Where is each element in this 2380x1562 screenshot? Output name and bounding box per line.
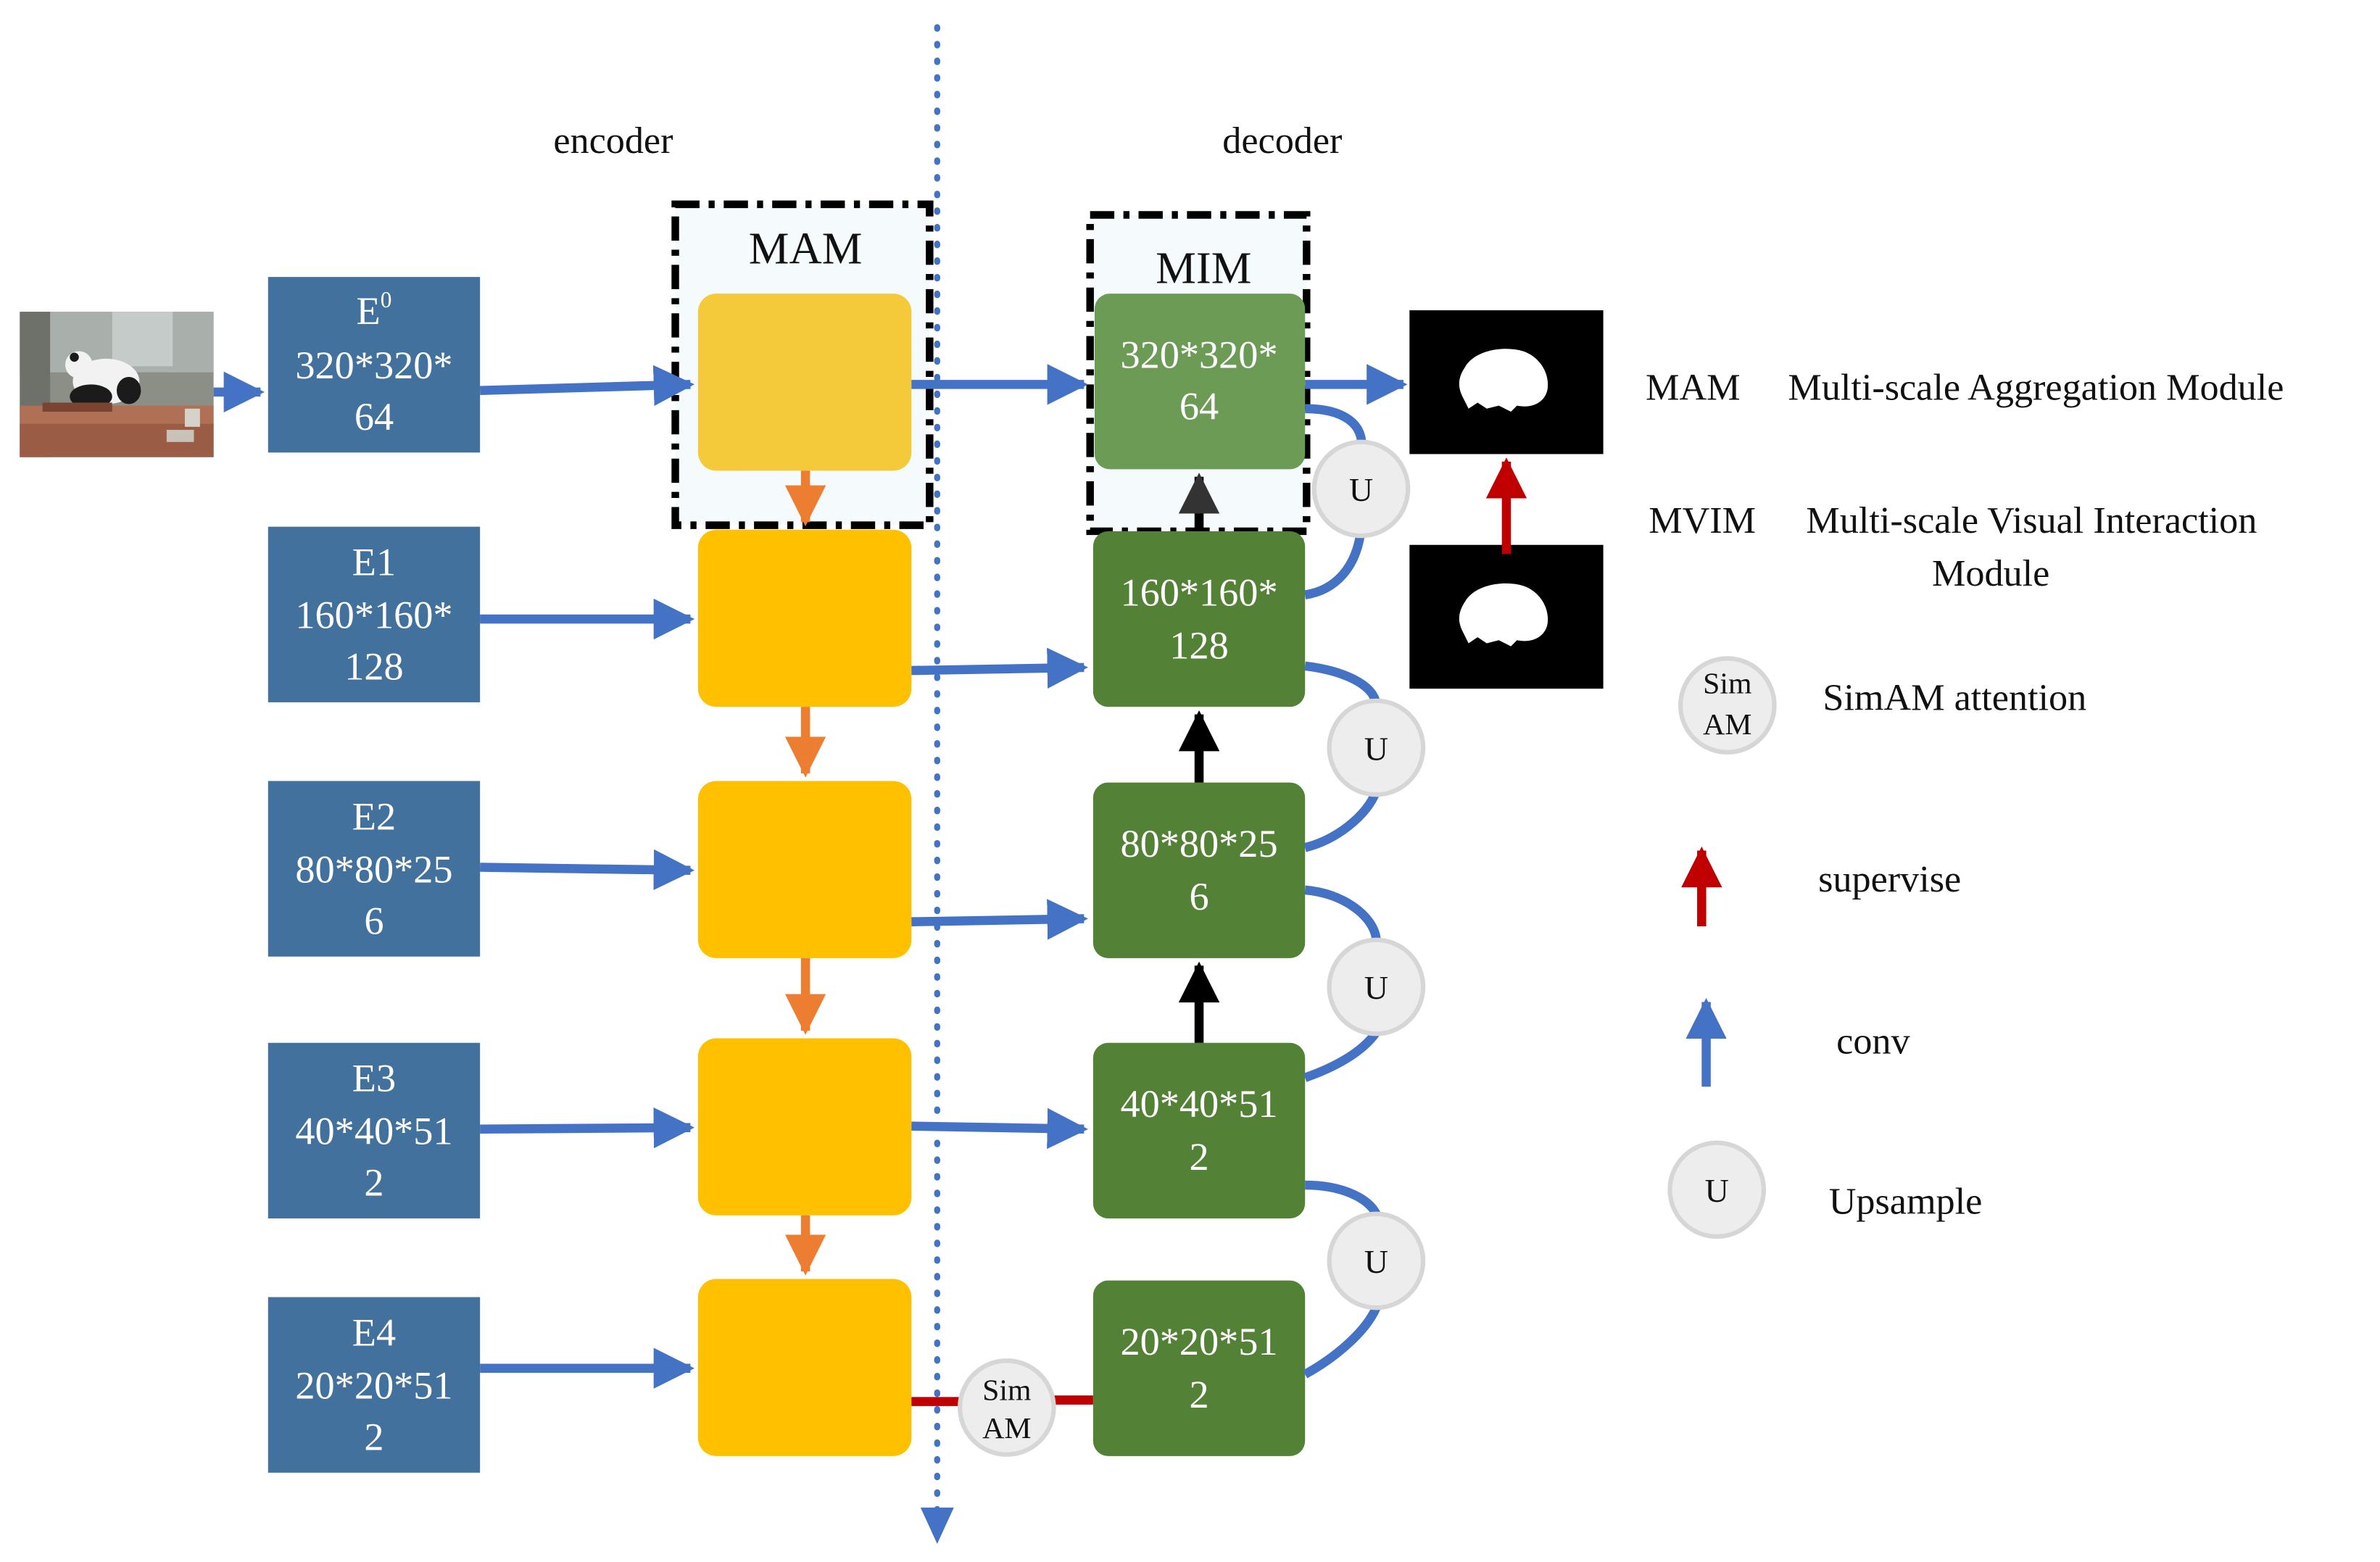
e2-to-mam-arrow [480, 849, 695, 891]
mam-2-to-decoder-arrow [911, 899, 1088, 940]
simam-node-label-bottom: AM [982, 1412, 1031, 1445]
upsample-node-2-label: U [1364, 969, 1388, 1006]
simam-node-label-top: Sim [982, 1374, 1031, 1408]
encoder-block-e4: E4 20*20*51 2 [268, 1297, 481, 1473]
legend-simam-text: SimAM attention [1823, 676, 2086, 718]
upsample-node-2 [1327, 937, 1426, 1037]
upsample-node-3-label: U [1364, 1243, 1388, 1280]
decoder-block-0: 320*320* 64 [1094, 294, 1306, 470]
mam-1-to-decoder-arrow [911, 647, 1088, 689]
decoder-block-4-channels: 2 [1189, 1373, 1208, 1416]
encoder-heading: encoder [553, 120, 673, 162]
e3-to-mam-arrow [480, 1107, 695, 1149]
encoder-block-e1-name: E1 [352, 541, 396, 584]
upsample-node-1-label: U [1364, 730, 1388, 767]
legend-simam-icon-bottom: AM [1703, 708, 1751, 741]
legend: MAM Multi-scale Aggregation Module MVIM … [1646, 366, 2284, 1239]
upsample-0-bottom-curve [1304, 529, 1366, 599]
divider-arrowhead [920, 1507, 954, 1544]
decoder-block-2: 80*80*25 6 [1092, 782, 1306, 958]
legend-mam-abbr: MAM [1646, 366, 1740, 408]
legend-conv-text: conv [1836, 1020, 1910, 1062]
encoder-block-e1-channels: 128 [344, 645, 403, 689]
mam-3-to-decoder-arrow [911, 1108, 1088, 1150]
upsample-node-3 [1327, 1211, 1426, 1310]
upsample-node-1 [1327, 698, 1426, 797]
upsample-1-top-curve [1304, 661, 1381, 705]
encoder-block-e1: E1 160*160* 128 [268, 526, 481, 702]
legend-upsample-text: Upsample [1829, 1181, 1983, 1223]
legend-upsample-icon [1667, 1140, 1767, 1239]
decoder-block-0-channels: 64 [1179, 384, 1219, 428]
upsample-1-bottom-curve [1303, 789, 1381, 852]
upsample-node-0 [1311, 439, 1411, 539]
encoder-block-e1-dims: 160*160* [295, 594, 452, 637]
decoder-block-2-dims: 80*80*25 [1120, 822, 1277, 865]
encoder-block-e3-dims: 40*40*51 [295, 1110, 452, 1153]
encoder-block-e0-superscript: 0 [381, 287, 392, 312]
mim-module-title: MIM [1156, 242, 1251, 293]
encoder-block-e2-dims: 80*80*25 [295, 847, 452, 891]
mam-block-2 [697, 781, 912, 958]
encoder-block-e2-name: E2 [352, 794, 396, 838]
encoder-block-e2: E2 80*80*25 6 [268, 781, 481, 957]
encoder-block-e0: E0 320*320* 64 [268, 277, 481, 453]
encoder-block-e0-dims: 320*320* [295, 344, 452, 387]
decoder-block-1-dims: 160*160* [1120, 570, 1277, 614]
mam-block-4 [697, 1279, 912, 1456]
upsample-2-top-curve [1304, 885, 1381, 939]
encoder-block-e0-channels: 64 [354, 395, 394, 439]
upsample-3-top-curve [1305, 1180, 1380, 1216]
decoder-block-3-channels: 2 [1189, 1135, 1208, 1179]
legend-upsample-icon-label: U [1705, 1172, 1729, 1209]
mam-block-0 [697, 294, 912, 471]
ground-truth-mask [1409, 544, 1604, 689]
encoder-block-e4-channels: 2 [364, 1415, 383, 1458]
encoder-block-e4-name: E4 [352, 1310, 396, 1354]
mam-block-1 [697, 529, 912, 707]
encoder-block-e3: E3 40*40*51 2 [268, 1042, 481, 1218]
svg-text:E0: E0 [357, 287, 392, 333]
encoder-block-e2-channels: 6 [364, 899, 383, 942]
mam-module-title: MAM [749, 223, 863, 273]
mam-block-3 [697, 1038, 912, 1216]
legend-simam-icon [1678, 656, 1777, 755]
decoder-block-3-dims: 40*40*51 [1120, 1082, 1277, 1126]
legend-simam-icon-top: Sim [1703, 667, 1751, 700]
encoder-block-e0-name: E [357, 289, 381, 333]
upsample-3-bottom-curve [1303, 1305, 1381, 1379]
decoder-block-4: 20*20*51 2 [1092, 1280, 1306, 1456]
legend-mvim-abbr: MVIM [1649, 499, 1756, 541]
decoder-block-4-dims: 20*20*51 [1120, 1320, 1277, 1363]
upsample-2-bottom-curve [1303, 1029, 1380, 1082]
decoder-block-0-dims: 320*320* [1120, 333, 1277, 376]
legend-mvim-full-line2: Module [1932, 552, 2049, 594]
decoder-heading: decoder [1222, 120, 1342, 162]
decoder-block-1: 160*160* 128 [1092, 531, 1306, 707]
decoder-block-2-channels: 6 [1189, 875, 1208, 918]
output-saliency-mask [1409, 310, 1604, 454]
encoder-block-e3-name: E3 [352, 1057, 396, 1100]
input-panda-image [20, 312, 214, 457]
legend-mvim-full-line1: Multi-scale Visual Interaction [1806, 499, 2257, 541]
upsample-node-0-label: U [1349, 471, 1373, 508]
encoder-block-e4-dims: 20*20*51 [295, 1363, 452, 1407]
legend-supervise-text: supervise [1818, 858, 1961, 900]
decoder-block-1-channels: 128 [1169, 623, 1228, 667]
decoder-block-3: 40*40*51 2 [1092, 1042, 1306, 1218]
e0-to-mam-arrow [479, 365, 695, 407]
simam-node [957, 1358, 1056, 1457]
encoder-block-e3-channels: 2 [364, 1161, 383, 1205]
legend-mam-full: Multi-scale Aggregation Module [1788, 366, 2284, 408]
